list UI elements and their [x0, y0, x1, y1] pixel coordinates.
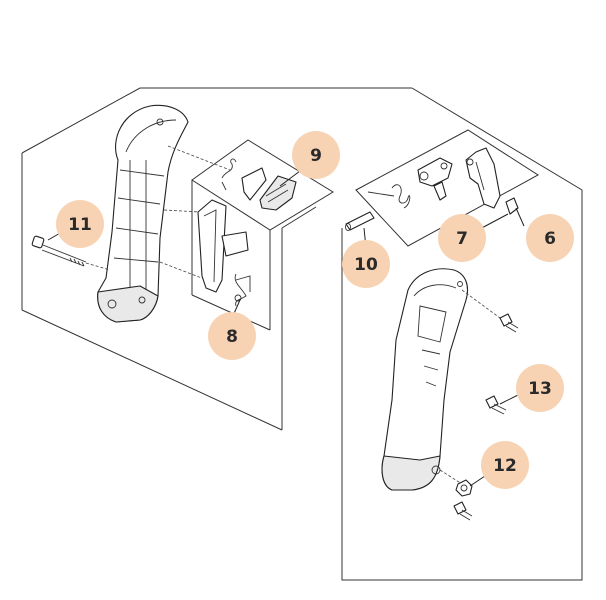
- nut: [455, 479, 473, 497]
- callout-8: 8: [208, 312, 256, 360]
- callout-10: 10: [342, 240, 390, 288]
- callout-9: 9: [292, 131, 340, 179]
- callout-12: 12: [481, 441, 529, 489]
- callout-10-label: 10: [354, 255, 378, 275]
- pin: [345, 211, 375, 231]
- callout-6-label: 6: [544, 229, 556, 249]
- callout-8-label: 8: [226, 327, 238, 347]
- screw-upper: [499, 313, 519, 333]
- callout-11: 11: [56, 200, 104, 248]
- throttle-subassembly-frame: [355, 129, 539, 247]
- callout-12-label: 12: [493, 456, 517, 476]
- trigger-subassembly-frame: [191, 139, 334, 331]
- throttle-parts: [367, 147, 519, 215]
- screw-lower: [453, 501, 473, 521]
- long-bolt: [31, 235, 87, 267]
- screw-middle: [485, 395, 507, 415]
- throttle-lock-parts: [221, 158, 297, 211]
- callout-11-label: 11: [68, 215, 92, 235]
- handle-right-half: [381, 268, 469, 491]
- callout-6: 6: [526, 214, 574, 262]
- callout-9-label: 9: [310, 146, 322, 166]
- right-alignment-lines: [439, 289, 501, 485]
- callout-13: 13: [516, 364, 564, 412]
- callout-13-label: 13: [528, 379, 552, 399]
- callout-7: 7: [438, 214, 486, 262]
- callout-7-label: 7: [456, 229, 468, 249]
- right-assembly-frame: [341, 87, 583, 581]
- handle-left-half: [97, 104, 189, 323]
- left-assembly-frame: [21, 87, 412, 431]
- trigger-lever: [197, 199, 251, 307]
